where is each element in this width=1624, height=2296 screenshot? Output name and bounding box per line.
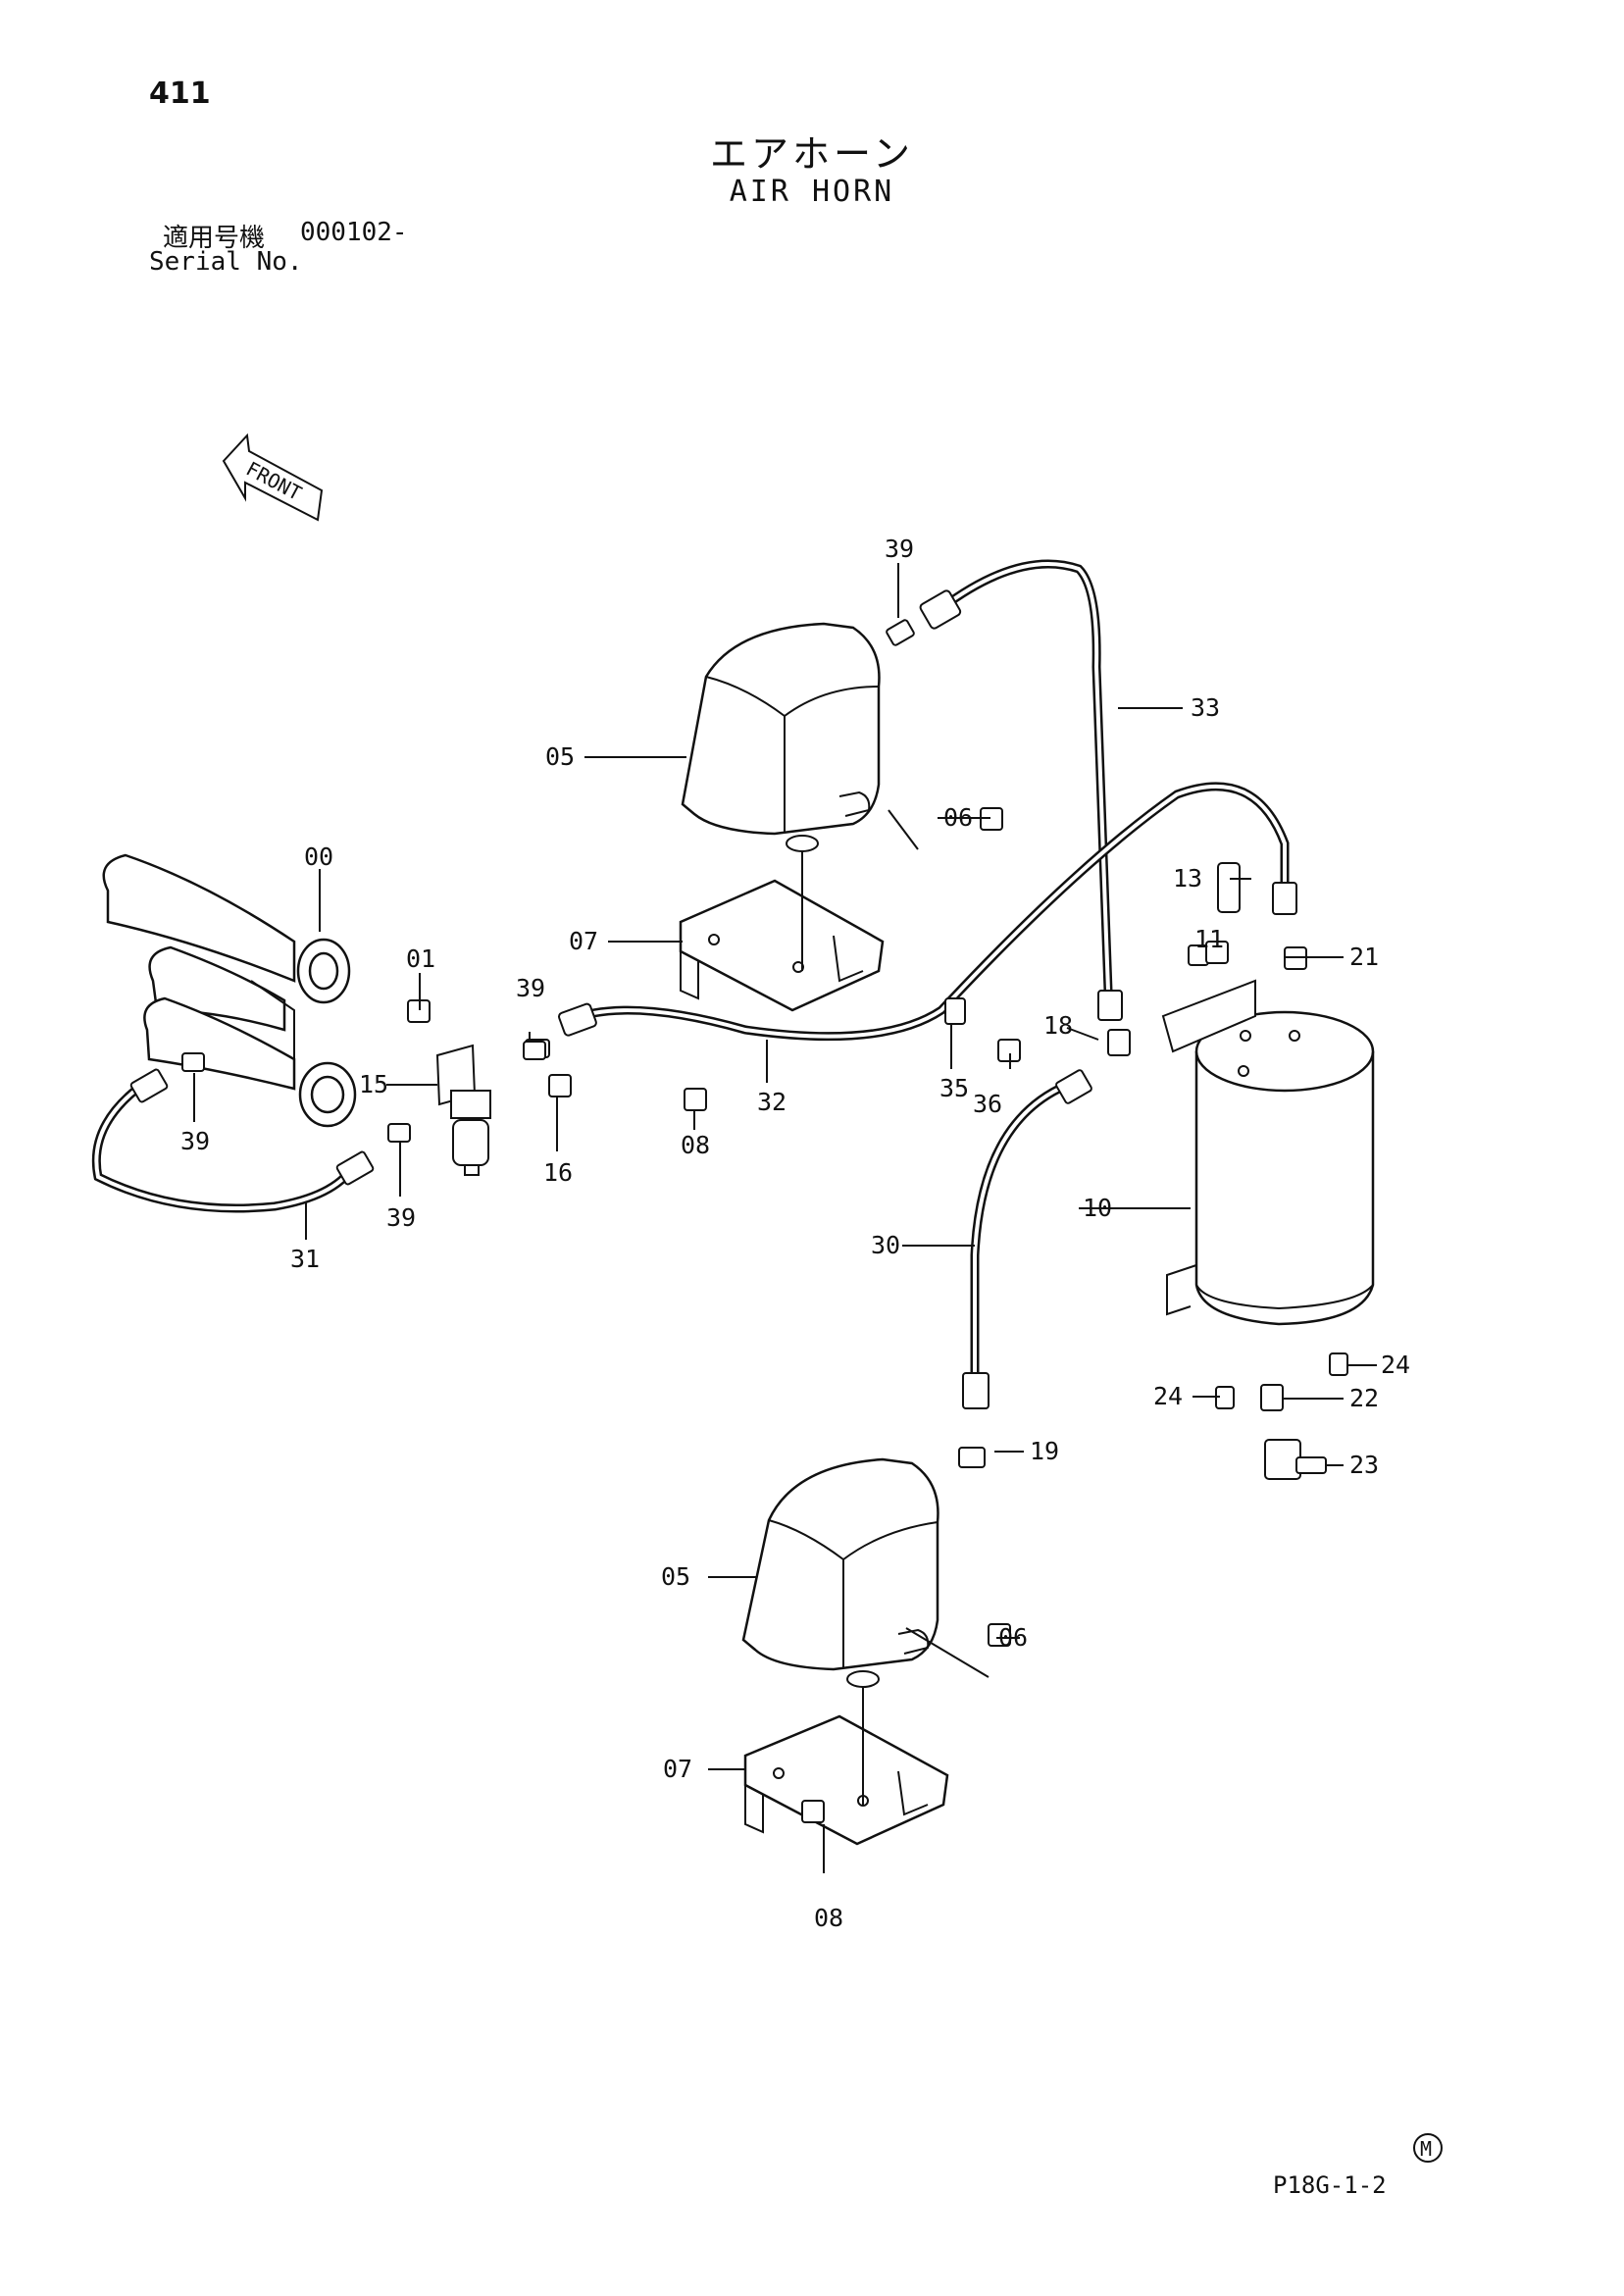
callout-labels: 00 01 05 05 06 06 07 07 08 08 10 11 13 1…: [180, 535, 1410, 1932]
callout-00: 00: [304, 842, 333, 871]
callout-05-lower: 05: [661, 1562, 690, 1591]
callout-06-lower: 06: [998, 1623, 1028, 1652]
m-circle-icon: M: [1413, 2133, 1443, 2163]
callout-18: 18: [1043, 1011, 1073, 1040]
callout-39-mid: 39: [516, 974, 545, 1002]
compressor-lower: [741, 1457, 939, 1688]
callout-07-lower: 07: [663, 1755, 692, 1783]
callout-30: 30: [871, 1231, 900, 1259]
hoses: [91, 559, 1290, 1378]
callout-36: 36: [973, 1090, 1002, 1118]
callout-39-bottom: 39: [386, 1203, 416, 1232]
air-filter: [435, 1044, 491, 1176]
callout-10: 10: [1083, 1194, 1112, 1222]
callout-23: 23: [1349, 1451, 1379, 1479]
compressor-upper: [681, 622, 881, 852]
callout-24-left: 24: [1153, 1382, 1183, 1410]
callout-39-left: 39: [180, 1127, 210, 1155]
callout-06-upper: 06: [943, 803, 973, 832]
callout-22: 22: [1349, 1384, 1379, 1412]
leader-lines: [193, 563, 1377, 1873]
drawing-code: P18G-1-2: [1273, 2171, 1387, 2199]
callout-35: 35: [939, 1074, 969, 1102]
callout-07-upper: 07: [569, 927, 598, 955]
callout-21: 21: [1349, 943, 1379, 971]
callout-08-lower: 08: [814, 1904, 843, 1932]
callout-08-upper: 08: [681, 1131, 710, 1159]
callout-05-upper: 05: [545, 742, 575, 771]
callout-24-right: 24: [1381, 1351, 1410, 1379]
callout-32: 32: [757, 1088, 787, 1116]
callout-13: 13: [1173, 864, 1202, 893]
page-title-jp: エアホーン: [709, 132, 915, 176]
page-title-en: AIR HORN: [729, 175, 895, 209]
callout-11: 11: [1194, 925, 1224, 953]
callout-01: 01: [406, 944, 435, 973]
serial-label-en: Serial No.: [149, 247, 303, 277]
bracket-lower: [743, 1714, 949, 1846]
callout-33: 33: [1191, 693, 1220, 722]
air-tank: [1166, 1010, 1375, 1326]
front-arrow-icon: FRONT: [222, 433, 324, 522]
serial-label-jp: 適用号機: [163, 224, 266, 253]
callout-19: 19: [1030, 1437, 1059, 1465]
callout-15: 15: [359, 1070, 388, 1098]
callout-39-top: 39: [885, 535, 914, 563]
callout-16: 16: [543, 1158, 573, 1187]
callout-31: 31: [290, 1245, 320, 1273]
tank-bracket: [1161, 979, 1256, 1053]
air-horn-assembly: [102, 853, 357, 1128]
serial-value: 000102-: [300, 218, 408, 247]
m-mark-label: M: [1420, 2137, 1432, 2161]
fittings: [129, 589, 1348, 1823]
bracket-upper: [679, 879, 885, 1012]
page-number: 411: [149, 77, 211, 111]
